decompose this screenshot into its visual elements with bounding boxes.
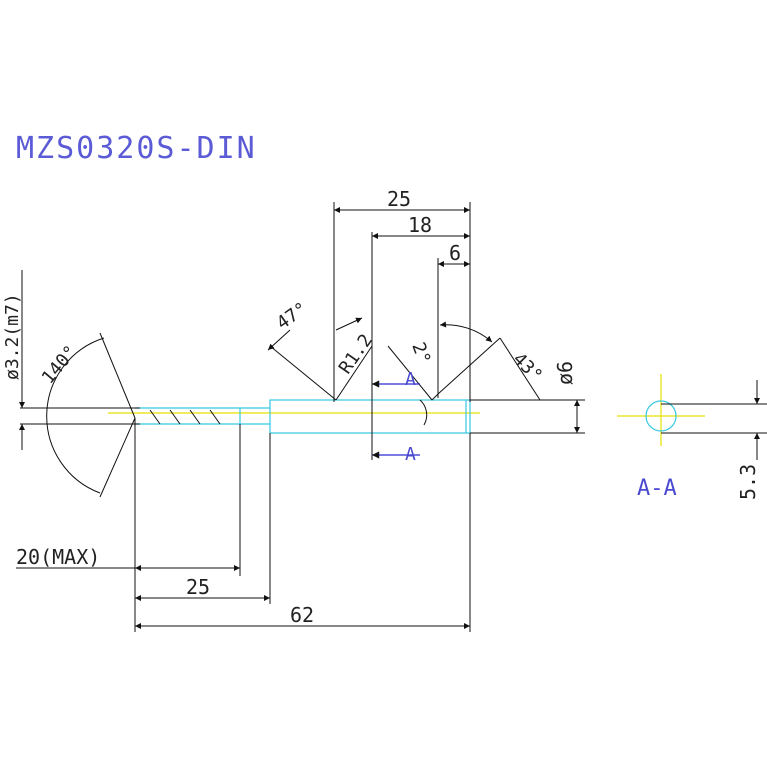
svg-text:A: A	[405, 444, 416, 465]
dim-top-18: 18	[408, 213, 432, 237]
dim-flute-length: 20(MAX)	[16, 545, 100, 569]
dim-top-25: 25	[387, 187, 411, 211]
angle-2-label: 2°	[407, 340, 434, 368]
radius-label: R1.2	[335, 330, 377, 378]
diameter-32-label: ø3.2(m7)	[2, 293, 23, 380]
drill-point	[46, 332, 136, 498]
angle-140-label: 140°	[38, 342, 82, 389]
dim-section-53: 5.3	[736, 464, 760, 500]
section-marker-bottom: A	[371, 232, 420, 465]
dim-bottom-25: 25	[186, 575, 210, 599]
section-label: A-A	[637, 476, 677, 501]
flute-section	[135, 407, 270, 425]
svg-text:A: A	[405, 369, 416, 390]
diameter-6-label: ø6	[553, 361, 577, 385]
angle-43-label: 43°	[508, 349, 546, 387]
angle-47-label: 47°	[273, 298, 312, 334]
shank	[269, 399, 471, 434]
dim-top-6: 6	[449, 241, 461, 265]
section-view	[645, 380, 767, 460]
section-marker-top: A	[372, 369, 420, 390]
drawing-title: MZS0320S-DIN	[16, 131, 257, 166]
groove	[267, 317, 541, 426]
dim-overall-62: 62	[290, 603, 314, 627]
